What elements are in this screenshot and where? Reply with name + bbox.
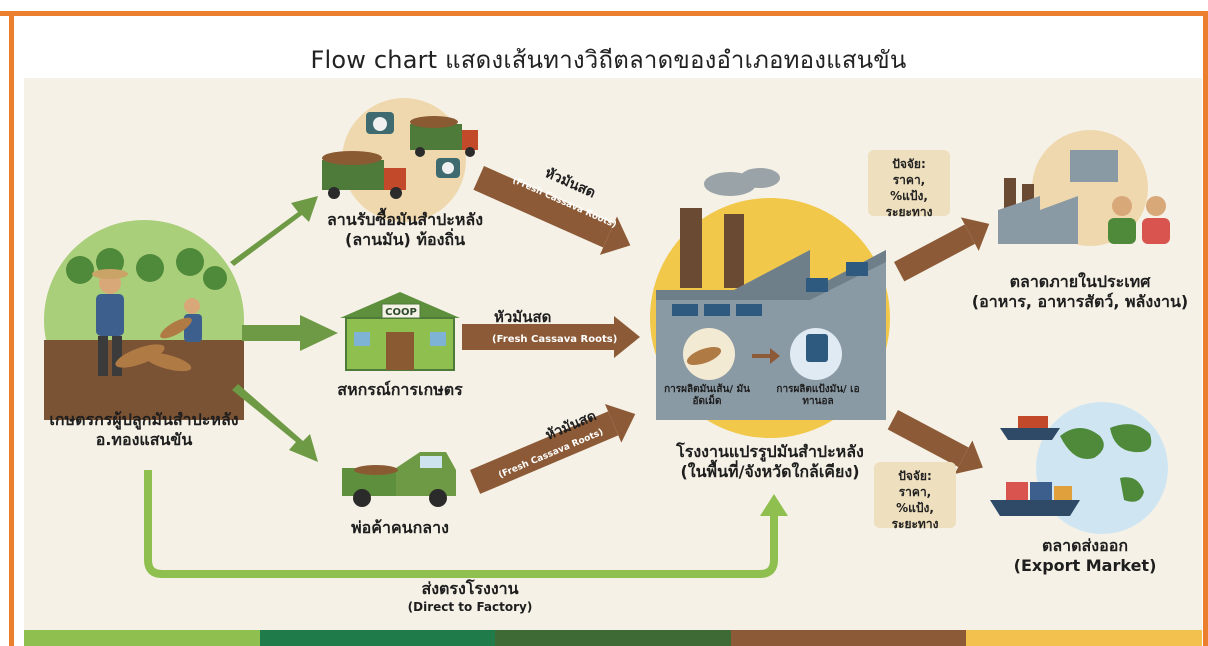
cassava-roots-icon — [115, 317, 192, 372]
export-market-label: ตลาดส่งออก (Export Market) — [1000, 536, 1170, 576]
direct-to-factory-label-en: (Direct to Factory) — [407, 600, 533, 614]
farmer-label: เกษตรกรผู้ปลูกมันสำปะหลัง อ.ทองแสนขัน — [24, 410, 264, 450]
domestic-market-label: ตลาดภายในประเทศ (อาหาร, อาหารสัตว์, พลัง… — [962, 272, 1198, 312]
direct-to-factory-label: ส่งตรงโรงงาน (Direct to Factory) — [380, 580, 560, 616]
factory-label-line1: โรงงานแปรรูปมันสำปะหลัง — [676, 442, 864, 461]
export-factor-line3: ระยะทาง — [891, 517, 939, 531]
coop-arrow-label-en: (Fresh Cassava Roots) — [492, 334, 617, 345]
bottom-bar-segment — [24, 630, 260, 646]
domestic-factor-box: ปัจจัย: ราคา, %แป้ง, ระยะทาง — [868, 150, 950, 219]
buying-yard-label-line2: (ลานมัน) ท้องถิ่น — [345, 230, 465, 249]
coop-arrow-label-th: หัวมันสด — [494, 308, 551, 326]
export-market-label-line1: ตลาดส่งออก — [1041, 536, 1129, 555]
buying-yard-illustration — [322, 98, 478, 222]
factory-process-left: การผลิตมันเส้น/ มันอัดเม็ด — [664, 384, 750, 407]
export-factor-line2: ราคา, %แป้ง, — [896, 485, 934, 515]
farmer-label-line1: เกษตรกรผู้ปลูกมันสำปะหลัง — [49, 410, 239, 429]
export-factor-title: ปัจจัย: — [898, 469, 932, 483]
farmer-label-line2: อ.ทองแสนขัน — [95, 430, 193, 449]
buying-yard-label-line1: ลานรับซื้อมันสำปะหลัง — [326, 210, 484, 229]
direct-to-factory-label-th: ส่งตรงโรงงาน — [421, 579, 519, 598]
bottom-bar-segment — [259, 630, 496, 646]
bottom-bar-segment — [730, 630, 967, 646]
domestic-factor-title: ปัจจัย: — [892, 157, 926, 171]
frame-left-border — [9, 11, 14, 646]
middleman-label: พ่อค้าคนกลาง — [300, 518, 500, 538]
domestic-factor-line2: ราคา, %แป้ง, — [890, 173, 928, 203]
domestic-market-label-line1: ตลาดภายในประเทศ — [1009, 272, 1151, 291]
domestic-market-illustration — [998, 130, 1170, 246]
green-arrows — [144, 196, 788, 578]
frame-right-border — [1203, 11, 1208, 646]
frame-top-border — [0, 11, 1208, 16]
bottom-bar-segment — [966, 630, 1202, 646]
export-market-illustration — [990, 402, 1168, 534]
domestic-factor-line3: ระยะทาง — [885, 205, 933, 219]
diagram-title: Flow chart แสดงเส้นทางวิถีตลาดของอำเภอทอ… — [310, 46, 907, 74]
factory-process-right: การผลิตแป้งมัน/ เอทานอล — [776, 384, 860, 407]
scale-icon — [366, 112, 460, 178]
truck-icon — [322, 116, 478, 199]
farmer-figure-icon — [92, 269, 202, 376]
bottom-bar-segment — [495, 630, 731, 646]
coop-building-illustration: COOP — [340, 292, 460, 371]
export-factor-box: ปัจจัย: ราคา, %แป้ง, ระยะทาง — [874, 462, 956, 531]
coop-sign: COOP — [385, 307, 417, 318]
tree-icon — [66, 248, 227, 290]
factory-label: โรงงานแปรรูปมันสำปะหลัง (ในพื้นที่/จังหว… — [650, 442, 890, 482]
domestic-market-label-line2: (อาหาร, อาหารสัตว์, พลังงาน) — [971, 292, 1189, 311]
pickup-truck-illustration — [342, 452, 456, 507]
coop-label-line1: สหกรณ์การเกษตร — [337, 380, 463, 399]
farmer-illustration — [44, 220, 244, 420]
factory-illustration — [650, 168, 890, 438]
buying-yard-label: ลานรับซื้อมันสำปะหลัง (ลานมัน) ท้องถิ่น — [300, 210, 510, 250]
brown-arrows — [462, 166, 990, 494]
bottom-color-bar — [24, 630, 1202, 646]
factory-label-line2: (ในพื้นที่/จังหวัดใกล้เคียง) — [680, 462, 860, 481]
middleman-label-line1: พ่อค้าคนกลาง — [351, 518, 449, 537]
coop-label: สหกรณ์การเกษตร — [300, 380, 500, 400]
export-market-label-line2: (Export Market) — [1013, 556, 1157, 575]
